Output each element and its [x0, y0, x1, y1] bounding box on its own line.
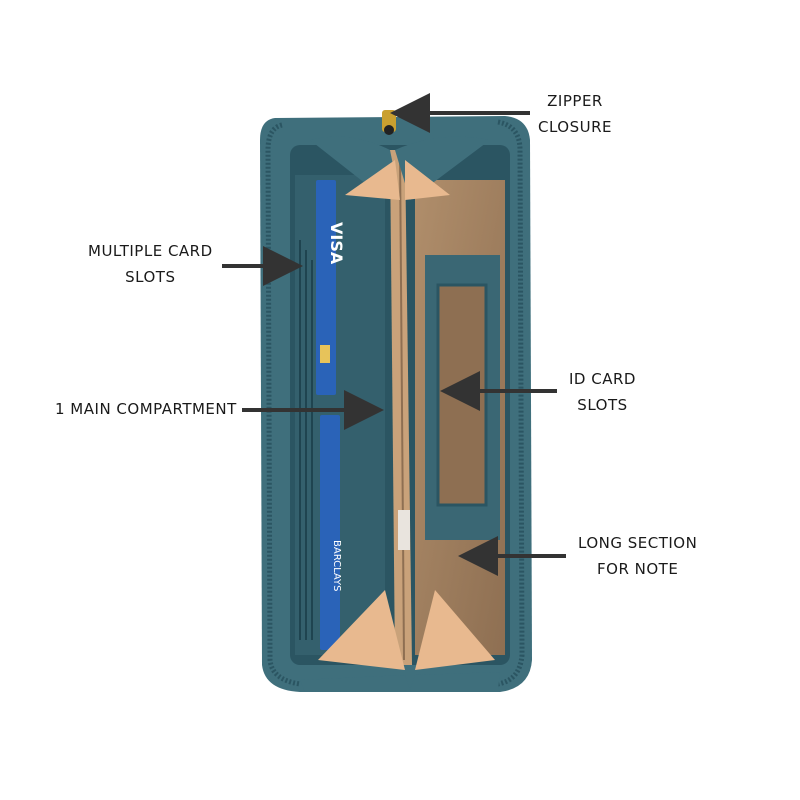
- visa-card: [316, 180, 336, 395]
- card-slot-lines: [299, 240, 313, 640]
- id-card-slots-label: ID CARD SLOTS: [569, 370, 636, 414]
- top-gusset-lining: [345, 160, 400, 200]
- visa-card-chip: [320, 345, 330, 363]
- bottom-gusset-right: [415, 590, 495, 670]
- barclays-card: [320, 415, 340, 650]
- main-compartment-label: 1 MAIN COMPARTMENT: [55, 400, 237, 418]
- bottom-gusset-left: [318, 590, 405, 670]
- barclays-card-text: BARCLAYS: [331, 540, 342, 591]
- zipper-track-right: [497, 119, 525, 687]
- divider-tag: [398, 510, 410, 550]
- zipper-track-left: [265, 122, 301, 687]
- visa-card-text: VISA: [327, 222, 346, 265]
- zipper-closure-label: ZIPPER CLOSURE: [538, 92, 613, 136]
- card-slots-label: MULTIPLE CARD SLOTS: [88, 242, 213, 286]
- id-card-window: [436, 283, 488, 507]
- long-section-label: LONG SECTION FOR NOTE: [578, 534, 698, 578]
